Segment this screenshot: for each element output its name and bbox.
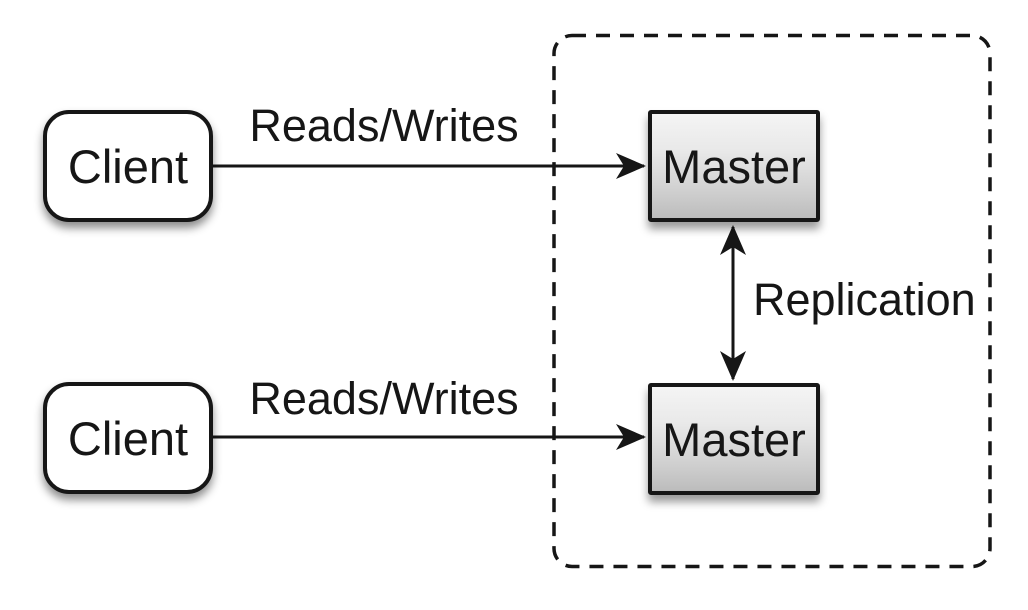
- reads-writes-label-bottom: Reads/Writes: [249, 373, 519, 424]
- master-node-bottom: Master: [648, 383, 820, 495]
- reads-writes-label-top: Reads/Writes: [249, 100, 519, 151]
- client-label: Client: [67, 411, 189, 465]
- master-node-top: Master: [648, 110, 820, 222]
- client-node-top: Client: [43, 110, 213, 222]
- replication-label: Replication: [753, 274, 976, 325]
- client-node-bottom: Client: [43, 382, 213, 494]
- master-label: Master: [662, 139, 806, 193]
- master-label: Master: [662, 412, 806, 466]
- replication-group-dashed-border: [552, 33, 992, 569]
- client-label: Client: [67, 139, 189, 193]
